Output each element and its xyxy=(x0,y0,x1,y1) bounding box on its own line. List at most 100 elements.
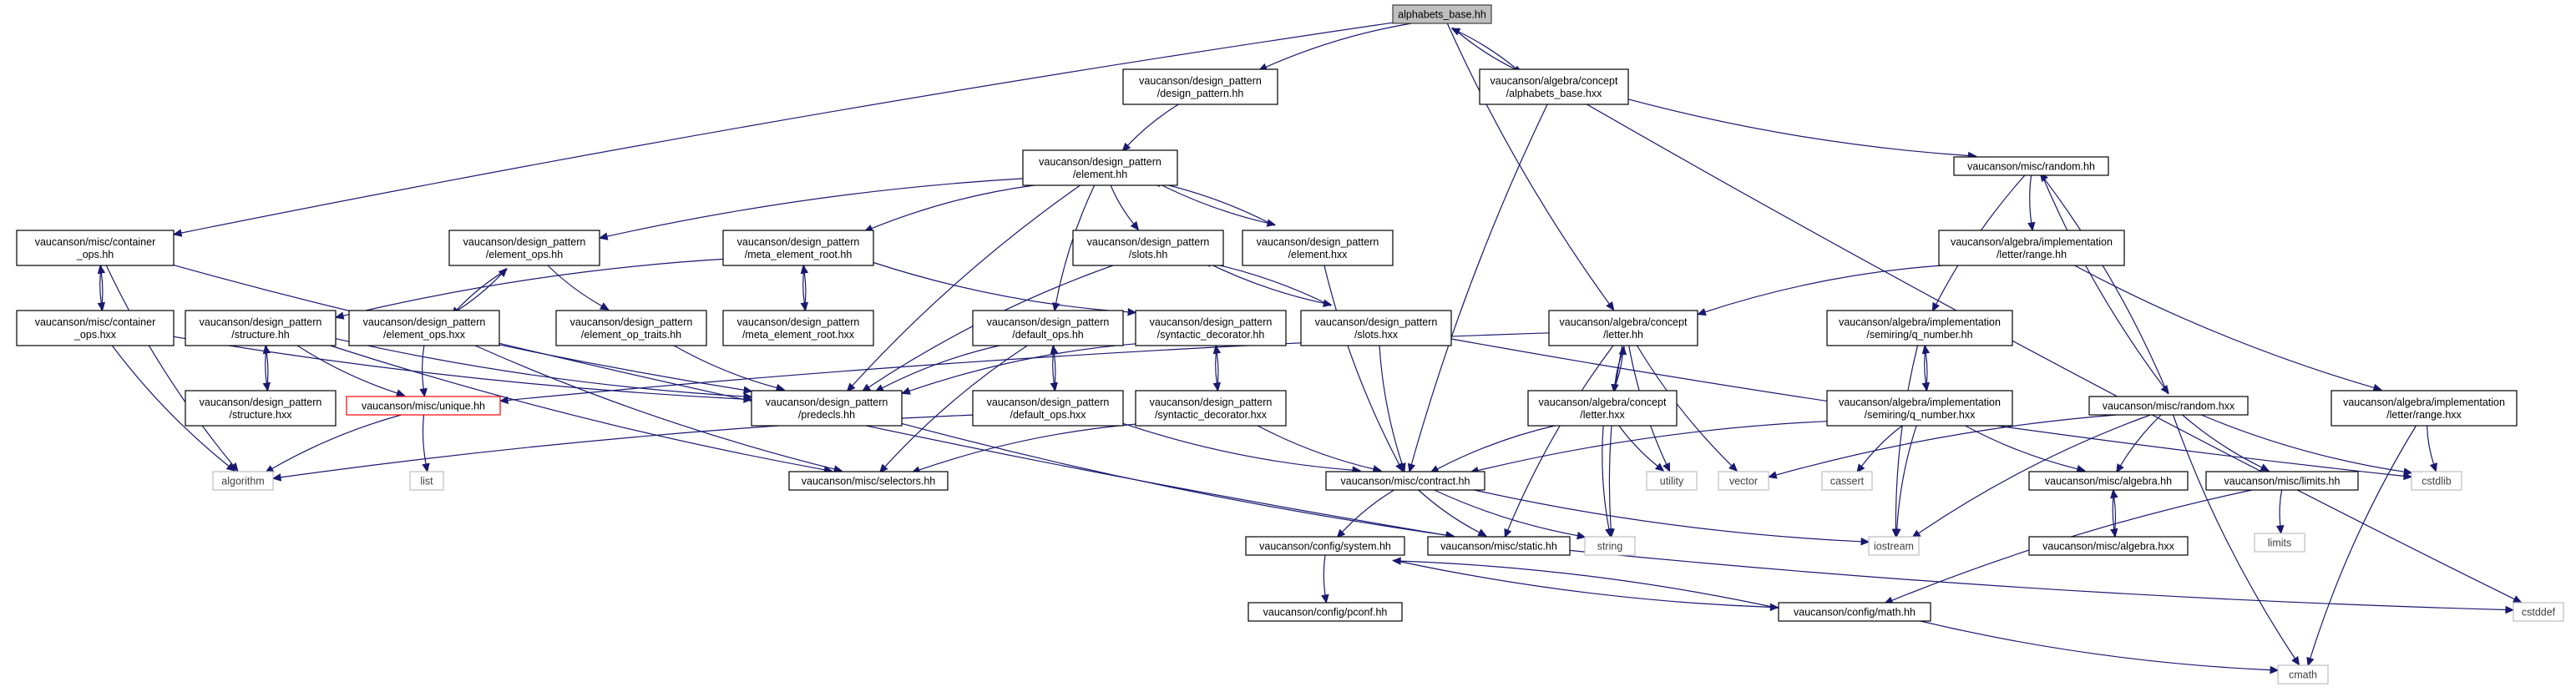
node-label: alphabets_base.hh xyxy=(1398,9,1486,21)
node-dp-element-ops-hh[interactable]: vaucanson/design_pattern/element_ops.hh xyxy=(448,230,600,266)
edge-alphabets-base-hh-to-algebra-letter-hh xyxy=(1446,23,1615,311)
node-misc-algebra-hh[interactable]: vaucanson/misc/algebra.hh xyxy=(2028,471,2189,491)
edge-dp-meta-element-root-hh-to-dp-structure-hh xyxy=(334,258,724,320)
edge-line xyxy=(908,343,1136,391)
node-config-pconf-hh[interactable]: vaucanson/config/pconf.hh xyxy=(1248,602,1403,622)
edge-line xyxy=(1704,265,1943,313)
edge-line xyxy=(1896,425,1917,530)
node-dp-element-op-traits-hh[interactable]: vaucanson/design_pattern/element_op_trai… xyxy=(555,310,707,346)
edge-dp-element-hh-to-dp-element-hxx xyxy=(1152,179,1277,227)
node-misc-unique-hh[interactable]: vaucanson/misc/unique.hh xyxy=(346,396,501,416)
node-dp-slots-hh[interactable]: vaucanson/design_pattern/slots.hh xyxy=(1072,230,1224,266)
node-alphabets-base-hh[interactable]: alphabets_base.hh xyxy=(1392,4,1492,24)
edge-line xyxy=(1323,554,1326,596)
edge-line xyxy=(2029,174,2032,224)
node-cstddef: cstddef xyxy=(2513,602,2564,622)
node-misc-algebra-hxx[interactable]: vaucanson/misc/algebra.hxx xyxy=(2028,536,2189,556)
edge-line xyxy=(2113,497,2117,538)
edge-arrowhead xyxy=(2116,463,2124,473)
edge-alphabets-base-hh-to-misc-container-ops-hh xyxy=(172,22,1394,237)
node-dp-structure-hh[interactable]: vaucanson/design_pattern/structure.hh xyxy=(185,310,337,346)
node-impl-q-number-hh[interactable]: vaucanson/algebra/implementation/semirin… xyxy=(1826,310,2013,346)
edge-arrowhead xyxy=(743,392,753,401)
node-label: /alphabets_base.hxx xyxy=(1506,88,1602,99)
edge-misc-contract-hh-to-misc-static-hh xyxy=(1418,489,1487,537)
edge-line xyxy=(1434,489,1578,537)
edge-arrowhead xyxy=(2027,221,2036,232)
node-box xyxy=(1938,230,2125,266)
edge-line xyxy=(871,184,1035,230)
node-config-system-hh[interactable]: vaucanson/config/system.hh xyxy=(1245,536,1405,556)
node-dp-element-hh[interactable]: vaucanson/design_pattern/element.hh xyxy=(1022,149,1178,186)
node-dp-meta-element-root-hh[interactable]: vaucanson/design_pattern/meta_element_ro… xyxy=(722,230,874,266)
node-dp-default-ops-hxx[interactable]: vaucanson/design_pattern/default_ops.hxx xyxy=(972,390,1124,427)
node-dp-element-ops-hxx[interactable]: vaucanson/design_pattern/element_ops.hxx xyxy=(348,310,500,346)
node-algebra-letter-hh[interactable]: vaucanson/algebra/concept/letter.hh xyxy=(1548,310,1698,346)
node-misc-contract-hh[interactable]: vaucanson/misc/contract.hh xyxy=(1325,471,1485,491)
node-algebra-alphabets-base-hxx[interactable]: vaucanson/algebra/concept/alphabets_base… xyxy=(1479,68,1629,105)
node-impl-letter-range-hh[interactable]: vaucanson/algebra/implementation/letter/… xyxy=(1938,230,2125,266)
node-label: vaucanson/misc/contract.hh xyxy=(1341,476,1470,487)
edges-layer xyxy=(97,22,2523,674)
edge-dp-element-hh-to-dp-meta-element-root-hh xyxy=(863,184,1035,232)
edge-line xyxy=(1918,414,2151,534)
node-misc-random-hxx[interactable]: vaucanson/misc/random.hxx xyxy=(2088,396,2249,416)
edge-arrowhead xyxy=(1618,346,1627,356)
node-dp-predecls-hh[interactable]: vaucanson/design_pattern/predecls.hh xyxy=(751,390,903,427)
edge-line xyxy=(1569,549,2507,611)
node-box xyxy=(1826,310,2013,346)
node-box xyxy=(1122,68,1278,105)
node-box xyxy=(1718,471,1769,491)
node-config-math-hh[interactable]: vaucanson/config/math.hh xyxy=(1778,602,1931,622)
edge-algebra-letter-hh-to-vector xyxy=(1636,345,1738,472)
node-dp-syntactic-decorator-hxx[interactable]: vaucanson/design_pattern/syntactic_decor… xyxy=(1135,390,1287,427)
node-misc-selectors-hh[interactable]: vaucanson/misc/selectors.hh xyxy=(788,471,949,491)
node-impl-letter-range-hxx[interactable]: vaucanson/algebra/implementation/letter/… xyxy=(2331,390,2518,427)
edge-line xyxy=(111,345,230,467)
edge-arrowhead xyxy=(775,383,786,392)
edge-arrowhead xyxy=(2270,665,2280,674)
edge-arrowhead xyxy=(1407,462,1416,473)
edge-arrowhead xyxy=(2512,595,2523,604)
node-misc-container-ops-hh[interactable]: vaucanson/misc/container_ops.hh xyxy=(16,230,175,266)
node-dp-meta-element-root-hxx[interactable]: vaucanson/design_pattern/meta_element_ro… xyxy=(722,310,874,346)
node-label: vaucanson/design_pattern xyxy=(463,236,586,248)
edge-misc-container-ops-hxx-to-algorithm xyxy=(111,345,236,472)
node-label: vaucanson/algebra/concept xyxy=(1560,316,1688,328)
node-impl-q-number-hxx[interactable]: vaucanson/algebra/implementation/semirin… xyxy=(1826,390,2013,427)
node-string: string xyxy=(1584,536,1636,556)
edge-impl-q-number-hxx-to-misc-algebra-hh xyxy=(1965,425,2086,473)
edge-dp-element-ops-hh-to-dp-element-op-traits-hh xyxy=(547,265,610,311)
edge-line xyxy=(1053,352,1056,391)
node-label: /letter.hxx xyxy=(1580,409,1625,421)
edge-algebra-alphabets-base-hxx-to-misc-contract-hh xyxy=(1407,104,1548,473)
edge-line xyxy=(1458,31,1522,74)
node-label: vaucanson/design_pattern xyxy=(1087,236,1210,248)
node-dp-design-pattern-hh[interactable]: vaucanson/design_pattern/design_pattern.… xyxy=(1122,68,1278,105)
node-misc-limits-hh[interactable]: vaucanson/misc/limits.hh xyxy=(2205,471,2359,491)
node-dp-structure-hxx[interactable]: vaucanson/design_pattern/structure.hxx xyxy=(185,390,337,427)
node-dp-syntactic-decorator-hh[interactable]: vaucanson/design_pattern/syntactic_decor… xyxy=(1135,310,1287,346)
edge-dp-structure-hh-to-misc-unique-hh xyxy=(296,345,406,397)
node-misc-container-ops-hxx[interactable]: vaucanson/misc/container_ops.hxx xyxy=(16,310,175,346)
node-dp-default-ops-hh[interactable]: vaucanson/design_pattern/default_ops.hh xyxy=(972,310,1124,346)
edge-line xyxy=(2119,414,2162,467)
edge-impl-letter-range-hh-to-algebra-letter-hh xyxy=(1697,265,1943,316)
node-dp-element-hxx[interactable]: vaucanson/design_pattern/element.hxx xyxy=(1242,230,1394,266)
edge-line xyxy=(884,345,1028,467)
node-box xyxy=(16,310,175,346)
node-box xyxy=(185,390,337,427)
edge-arrowhead xyxy=(1121,142,1131,152)
edge-line xyxy=(882,345,1000,389)
node-algebra-letter-hxx[interactable]: vaucanson/algebra/concept/letter.hxx xyxy=(1527,390,1678,427)
edge-config-math-hh-to-config-system-hh xyxy=(1391,557,1779,609)
edge-line xyxy=(266,352,269,391)
edge-dp-syntactic-decorator-hxx-to-misc-contract-hh xyxy=(1257,425,1383,473)
node-misc-random-hh[interactable]: vaucanson/misc/random.hh xyxy=(1953,156,2109,176)
node-box xyxy=(788,471,949,491)
node-misc-static-hh[interactable]: vaucanson/misc/static.hh xyxy=(1427,536,1571,556)
node-label: vaucanson/misc/limits.hh xyxy=(2224,476,2341,487)
edge-arrowhead xyxy=(1050,344,1059,355)
node-box xyxy=(1821,471,1873,491)
node-dp-slots-hxx[interactable]: vaucanson/design_pattern/slots.hxx xyxy=(1300,310,1452,346)
